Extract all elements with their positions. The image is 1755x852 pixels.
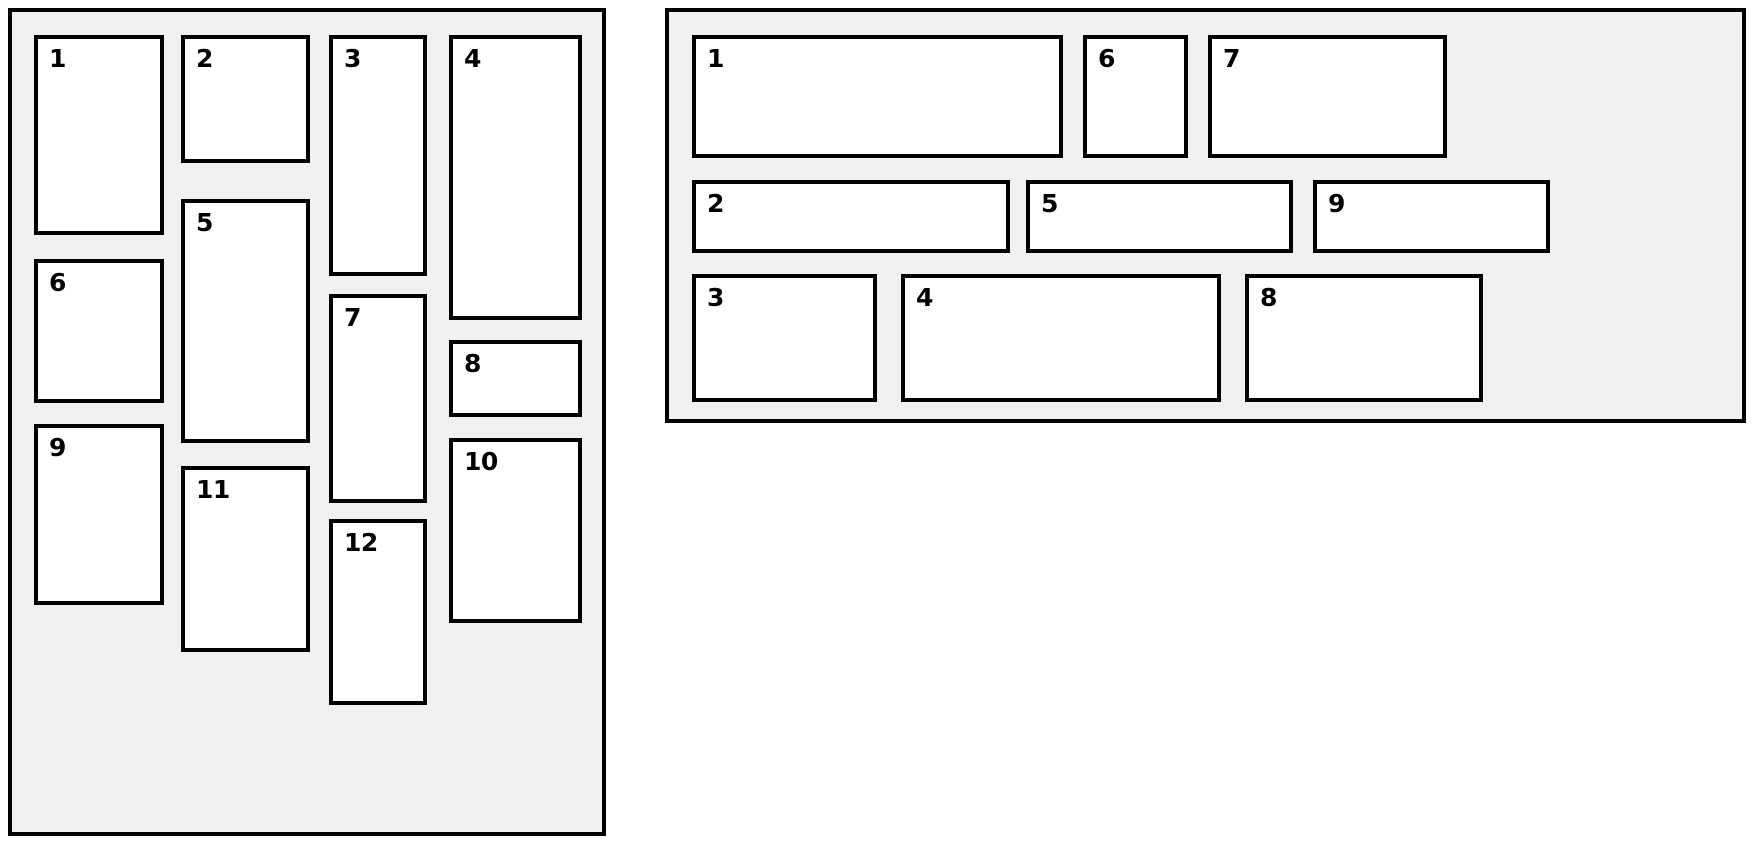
region-box-label: 7: [1223, 44, 1240, 73]
region-box[interactable]: 2: [181, 35, 310, 163]
region-box-label: 2: [707, 189, 724, 218]
region-box[interactable]: 1: [34, 35, 164, 235]
region-box[interactable]: 2: [692, 180, 1010, 253]
region-box-label: 1: [707, 44, 724, 73]
region-box-label: 10: [464, 447, 498, 476]
region-box-label: 3: [344, 44, 361, 73]
region-box-label: 12: [344, 528, 378, 557]
region-box-label: 8: [1260, 283, 1277, 312]
region-box-label: 4: [464, 44, 481, 73]
region-box-label: 5: [196, 208, 213, 237]
region-box[interactable]: 7: [329, 294, 427, 503]
region-box[interactable]: 3: [329, 35, 427, 276]
region-box-label: 1: [49, 44, 66, 73]
region-box[interactable]: 7: [1208, 35, 1447, 158]
region-box[interactable]: 11: [181, 466, 310, 652]
region-box-label: 2: [196, 44, 213, 73]
region-box-label: 8: [464, 349, 481, 378]
region-box[interactable]: 10: [449, 438, 582, 623]
region-box-label: 3: [707, 283, 724, 312]
region-box[interactable]: 5: [181, 199, 310, 443]
region-box[interactable]: 4: [901, 274, 1221, 402]
region-box-label: 4: [916, 283, 933, 312]
region-box[interactable]: 1: [692, 35, 1063, 158]
region-box[interactable]: 3: [692, 274, 877, 402]
region-box[interactable]: 4: [449, 35, 582, 320]
region-box-label: 7: [344, 303, 361, 332]
right-panel: 1 6 7 2 5 9 3 4 8: [665, 8, 1746, 423]
region-box-label: 5: [1041, 189, 1058, 218]
region-box-label: 9: [1328, 189, 1345, 218]
region-box[interactable]: 9: [34, 424, 164, 605]
region-box-label: 6: [1098, 44, 1115, 73]
region-box[interactable]: 12: [329, 519, 427, 705]
region-box[interactable]: 5: [1026, 180, 1293, 253]
region-box-label: 11: [196, 475, 230, 504]
region-box[interactable]: 8: [1245, 274, 1483, 402]
region-box-label: 9: [49, 433, 66, 462]
region-box[interactable]: 6: [1083, 35, 1188, 158]
region-box[interactable]: 6: [34, 259, 164, 403]
region-box[interactable]: 9: [1313, 180, 1550, 253]
region-box[interactable]: 8: [449, 340, 582, 417]
region-box-label: 6: [49, 268, 66, 297]
